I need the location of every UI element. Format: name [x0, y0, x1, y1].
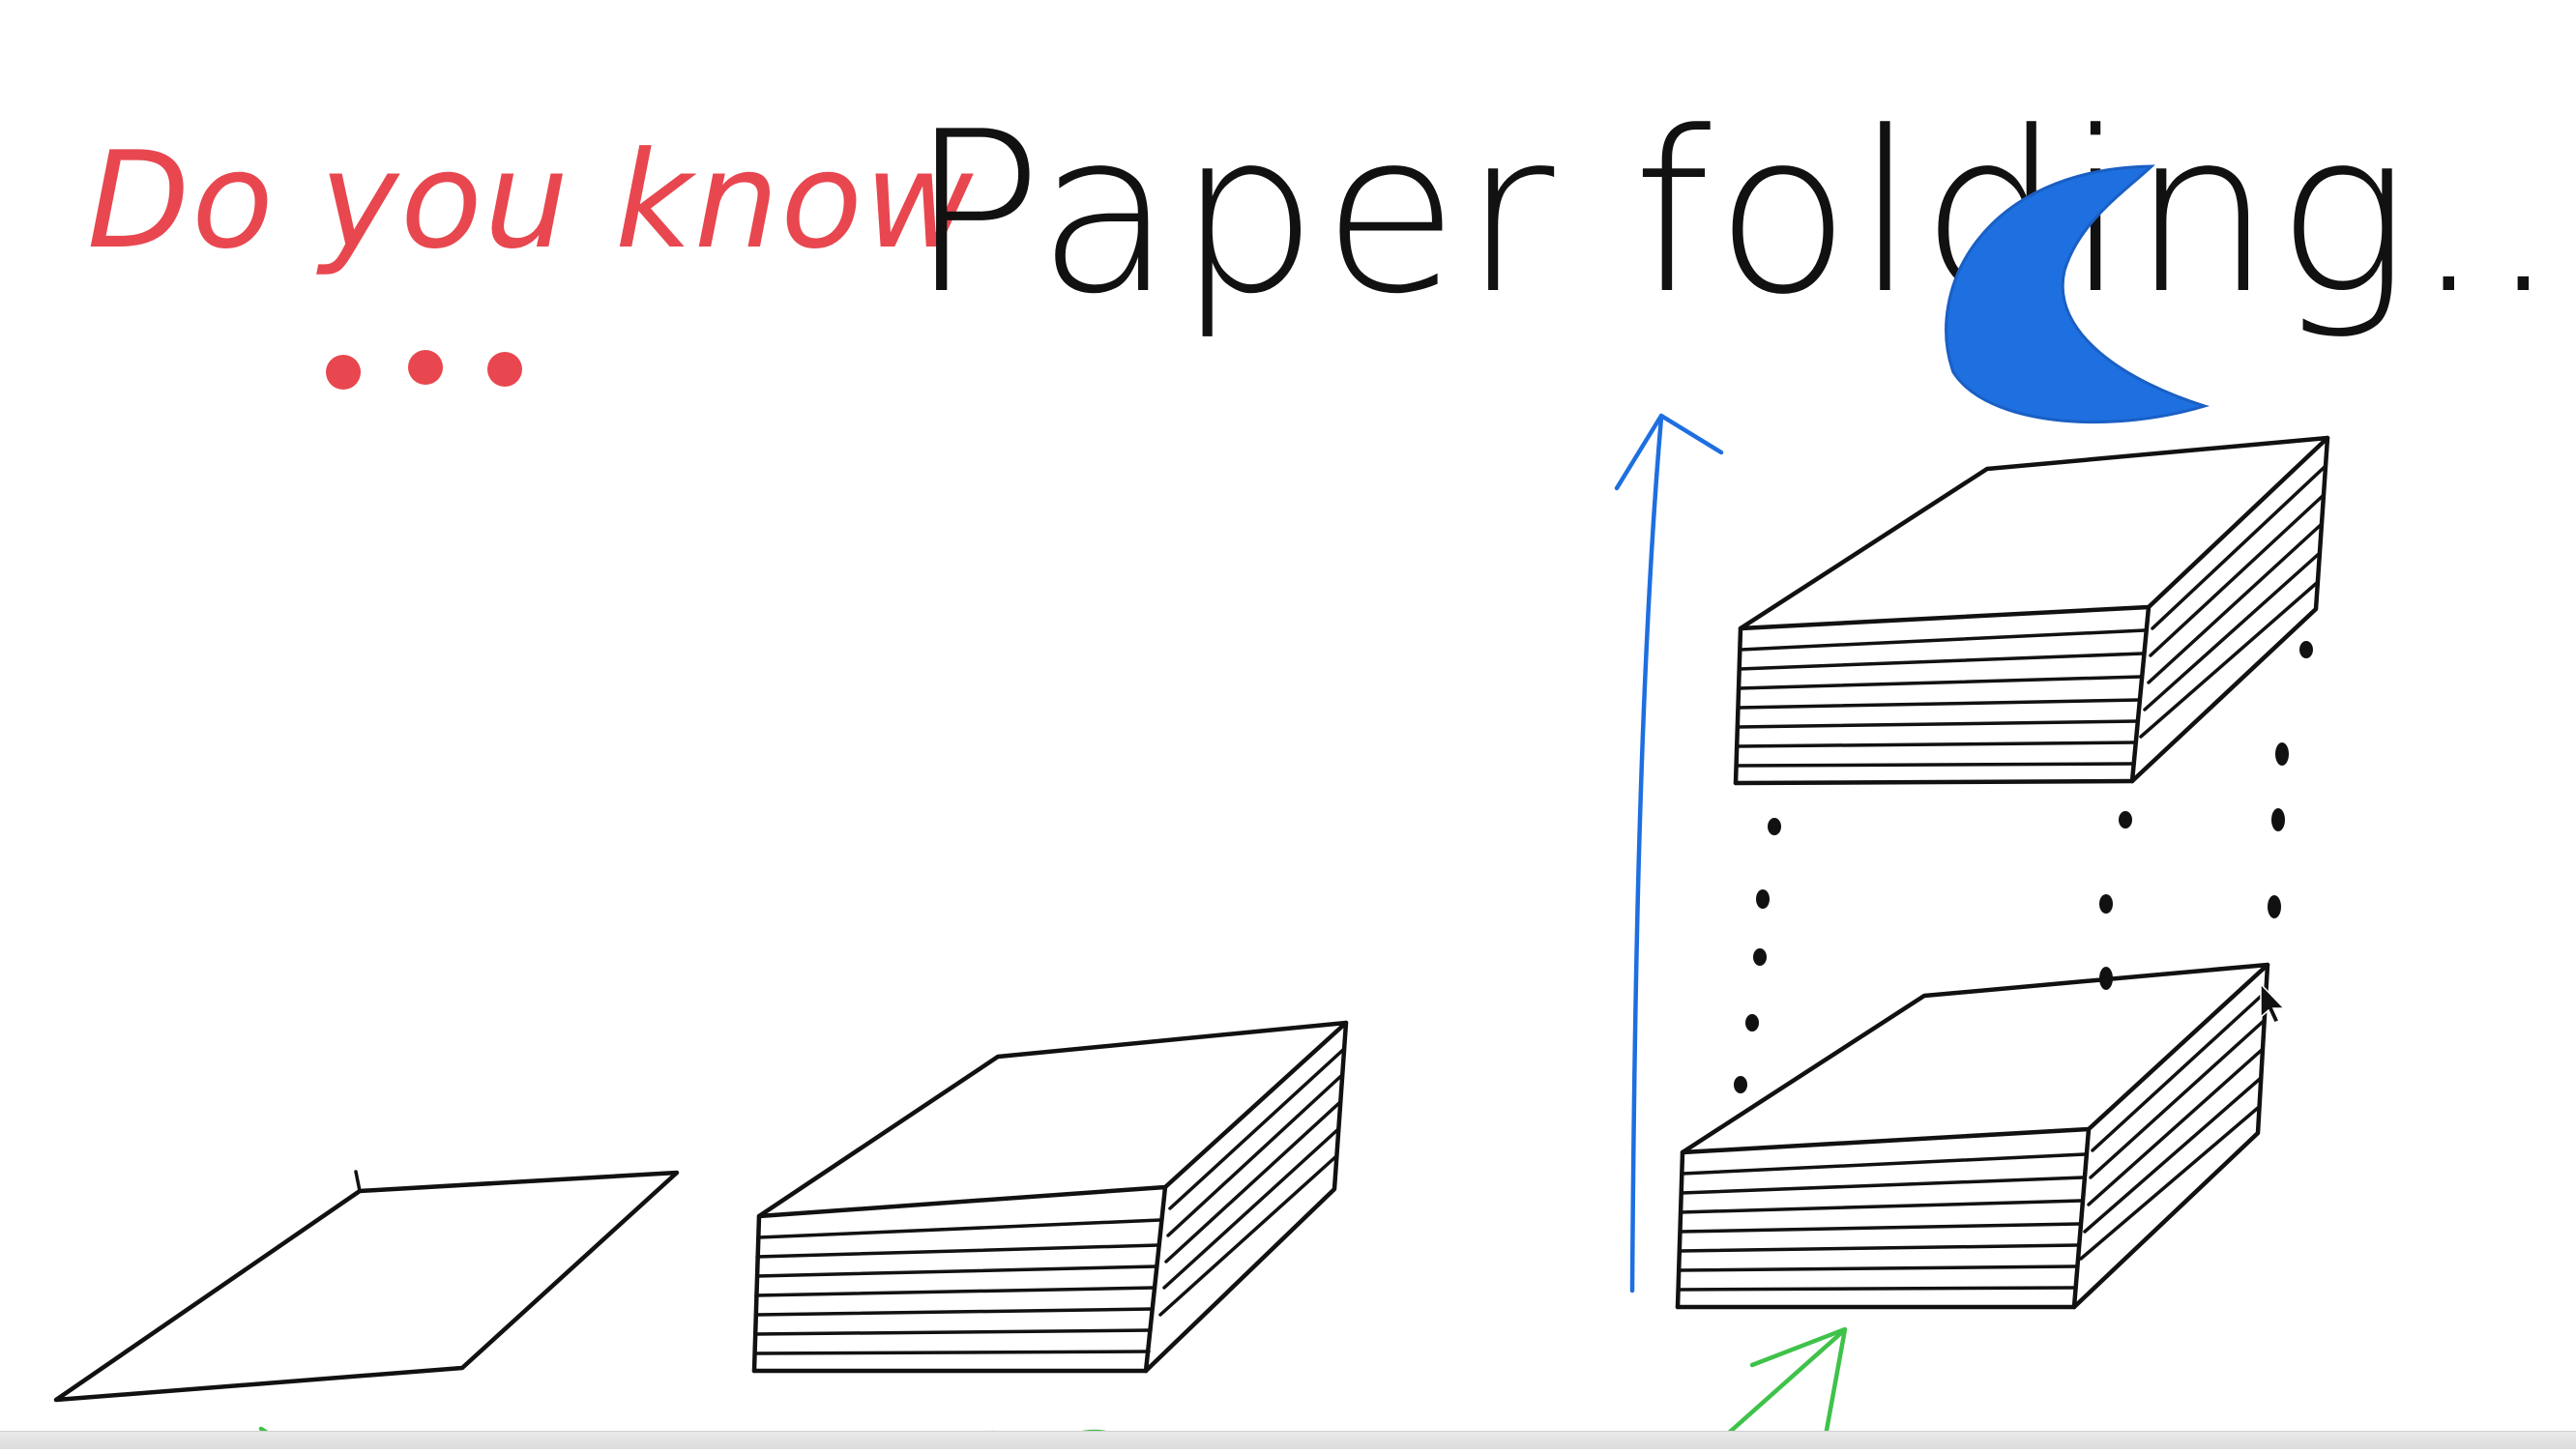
blue-up-arrow — [1614, 413, 1724, 1293]
single-paper-sheet — [53, 1170, 680, 1403]
dotted-connector-lines — [1734, 641, 2313, 1093]
bottom-toolbar-edge — [0, 1431, 2576, 1449]
moon-icon — [1945, 164, 2210, 424]
arrow-cursor-icon — [2260, 982, 2286, 1024]
paper-stack-middle — [751, 1020, 1349, 1374]
green-arrow-right — [1709, 1326, 1848, 1451]
red-ellipsis-dots — [326, 350, 522, 390]
paper-stack-lower-right — [1675, 962, 2270, 1310]
title-paper-folding: Paper folding... — [909, 85, 2576, 343]
paper-stack-upper-right — [1733, 435, 2330, 786]
caption-do-you-know: Do you know — [87, 123, 976, 278]
